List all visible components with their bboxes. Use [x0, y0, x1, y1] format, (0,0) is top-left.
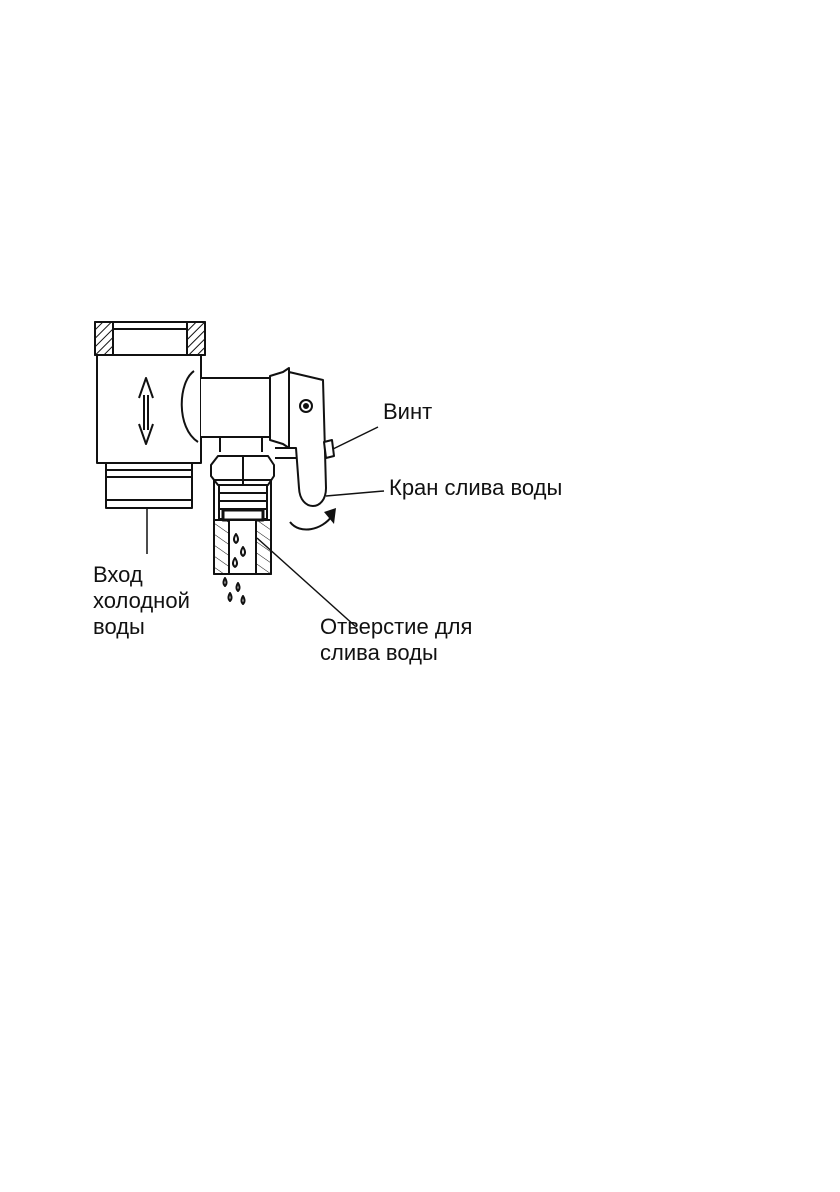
leader-drain-tap: [326, 491, 384, 496]
label-drain-tap: Кран слива воды: [389, 475, 562, 501]
label-inlet-line-1: Вход: [93, 562, 190, 588]
leader-screw: [333, 427, 378, 449]
screw-icon: [324, 440, 334, 458]
water-drops-icon: [224, 578, 245, 604]
label-hole-line-2: слива воды: [320, 640, 472, 666]
drain-fitting: [211, 456, 274, 520]
label-inlet-line-2: холодной: [93, 588, 190, 614]
label-screw-text: Винт: [383, 399, 432, 425]
label-cold-water-inlet: Вход холодной воды: [93, 562, 190, 640]
rotation-arrow-icon: [290, 508, 336, 530]
label-drain-tap-text: Кран слива воды: [389, 475, 562, 501]
label-hole-line-1: Отверстие для: [320, 614, 472, 640]
leader-drain-hole: [257, 538, 355, 626]
label-screw: Винт: [383, 399, 432, 425]
label-inlet-line-3: воды: [93, 614, 190, 640]
label-drain-hole: Отверстие для слива воды: [320, 614, 472, 666]
inlet-thread: [106, 470, 192, 508]
top-threaded-nut: [95, 322, 205, 355]
